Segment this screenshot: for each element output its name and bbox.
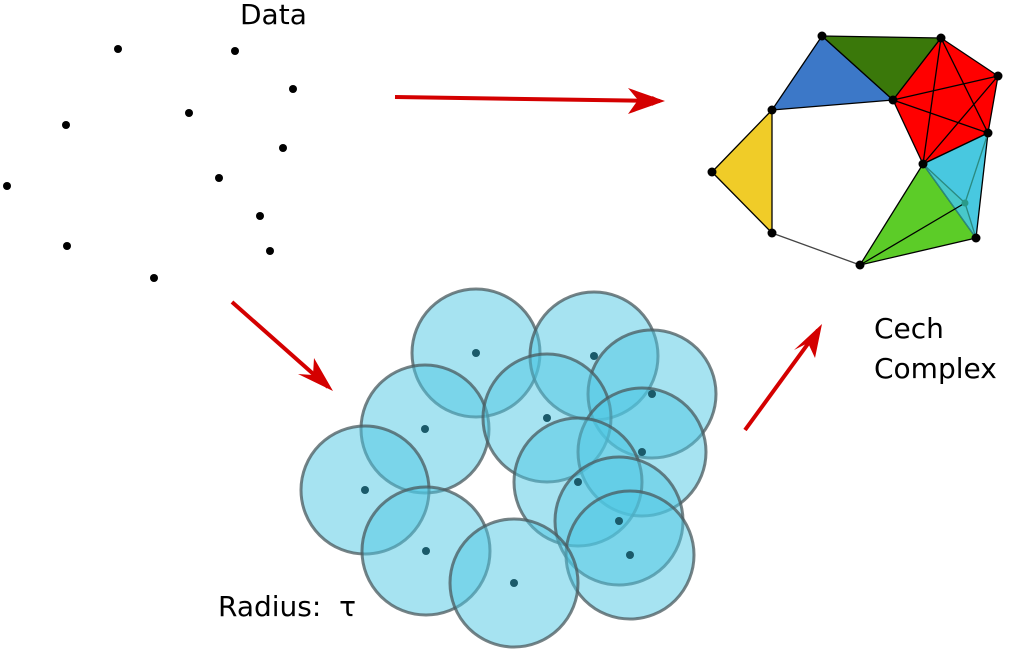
data-points (3, 45, 297, 282)
arrow-data-to-balls (230, 300, 330, 389)
yellow-triangle (711, 109, 773, 234)
complex-label-line1: Cech (874, 312, 944, 345)
simplicial-complex (707, 31, 1003, 270)
arrows (230, 95, 820, 432)
complex-vertices (707, 31, 1003, 270)
data-label: Data (240, 0, 307, 31)
complex-label-line2: Complex (874, 352, 997, 385)
ball-centers (361, 349, 656, 587)
balls (299, 287, 718, 649)
arrow-balls-to-complex (743, 328, 820, 432)
arrow-data-to-complex (394, 95, 662, 106)
radius-label: Radius: τ (218, 590, 356, 623)
arrowheads (298, 88, 822, 391)
